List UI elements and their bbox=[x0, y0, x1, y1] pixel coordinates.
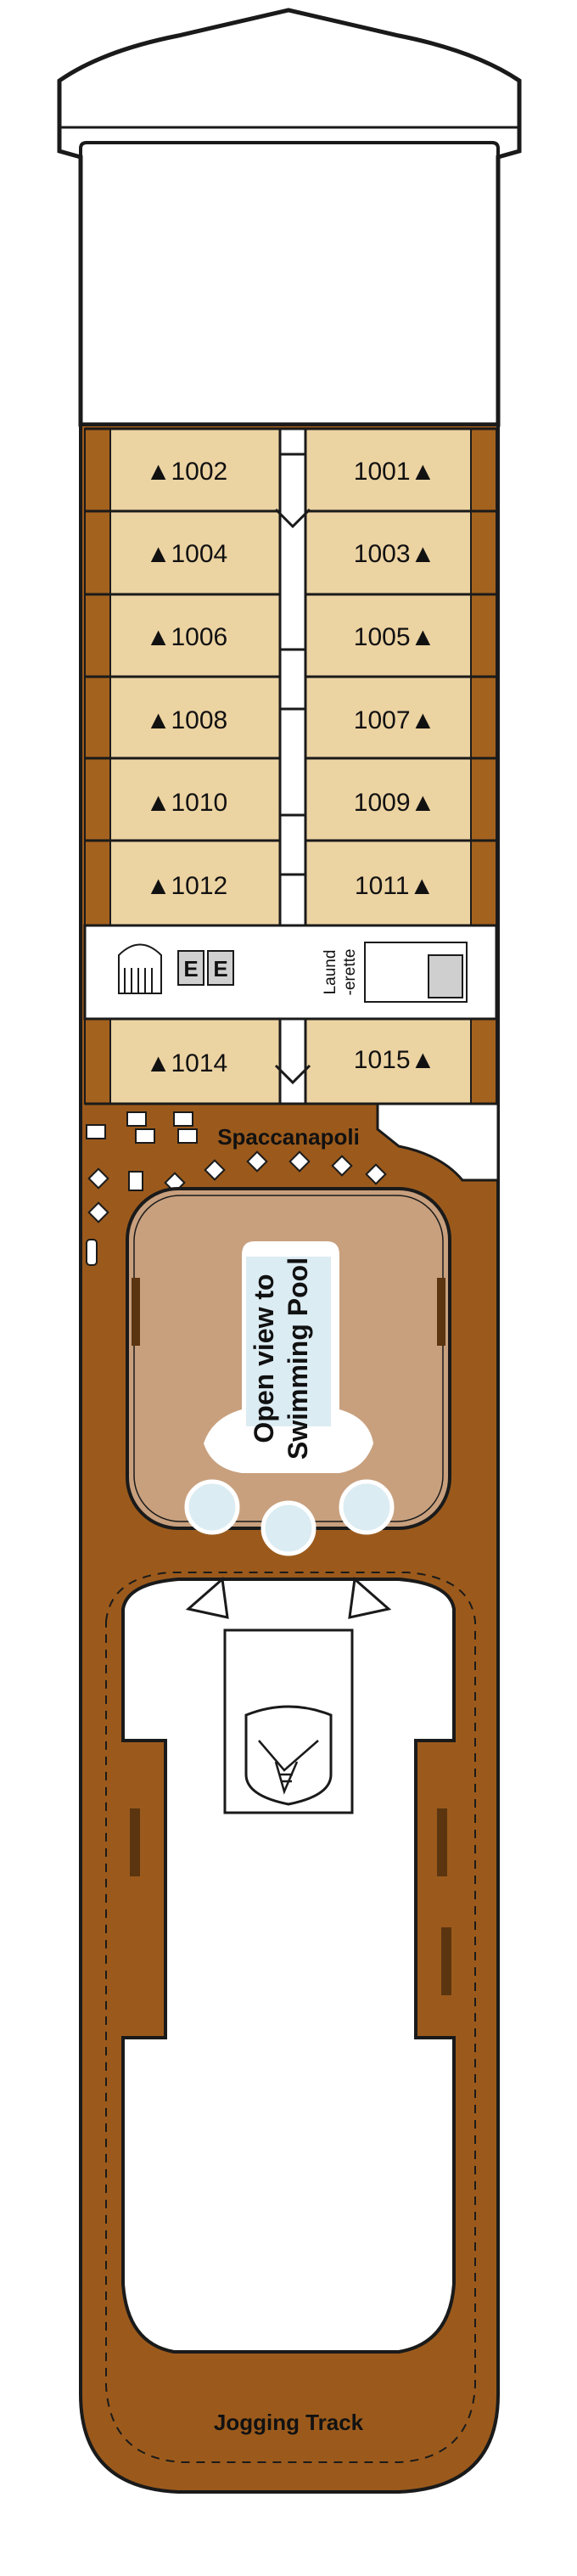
hot-tubs bbox=[184, 1479, 395, 1556]
cabins-starboard: 1001▲ 1003▲ 1005▲ 1007▲ 1009▲ 1011▲ 1015… bbox=[354, 458, 435, 1074]
restaurant-label: Spaccanapoli bbox=[217, 1124, 360, 1150]
cabin-1012[interactable]: ▲1012 bbox=[146, 872, 227, 900]
cabin-1010[interactable]: ▲1010 bbox=[146, 789, 227, 817]
cabin-1007[interactable]: 1007▲ bbox=[354, 706, 435, 734]
service-stair bbox=[428, 954, 463, 998]
elevator-1 bbox=[177, 950, 204, 986]
cabin-1003[interactable]: 1003▲ bbox=[354, 540, 435, 568]
aft-deck bbox=[121, 1578, 456, 2354]
outdoor-tables bbox=[86, 1111, 387, 1266]
cabin-block-port-low bbox=[110, 1019, 280, 1104]
pool-label-2: Swimming Pool bbox=[283, 1257, 313, 1460]
cabin-1014[interactable]: ▲1014 bbox=[146, 1049, 227, 1077]
pool-deck-vents bbox=[132, 1278, 445, 1346]
cabin-1006[interactable]: ▲1006 bbox=[146, 623, 227, 651]
elevator-2 bbox=[207, 950, 234, 986]
pool-label-1: Open view to bbox=[249, 1274, 279, 1443]
cabins-port: ▲1002 ▲1004 ▲1006 ▲1008 ▲1010 ▲1012 ▲101… bbox=[146, 458, 227, 1077]
elevator-2-label: E bbox=[213, 956, 227, 981]
cabin-1008[interactable]: ▲1008 bbox=[146, 706, 227, 734]
corridor-fire-doors bbox=[274, 427, 311, 1085]
aft-stair-entry-right bbox=[348, 1577, 392, 1619]
cabin-1002[interactable]: ▲1002 bbox=[146, 458, 227, 486]
bow-canopy bbox=[57, 8, 522, 427]
launderette-label-2: -erette bbox=[341, 949, 359, 996]
cabin-1001[interactable]: 1001▲ bbox=[354, 458, 435, 486]
jogging-track-label: Jogging Track bbox=[214, 2410, 364, 2435]
cabin-1009[interactable]: 1009▲ bbox=[354, 789, 435, 817]
cabin-1004[interactable]: ▲1004 bbox=[146, 540, 227, 568]
crest-stairs-icon bbox=[258, 1740, 319, 1795]
cabin-1011[interactable]: 1011▲ bbox=[355, 872, 434, 900]
elevator-1-label: E bbox=[183, 956, 198, 981]
cabin-block-starboard-low bbox=[305, 1019, 471, 1104]
stairwell-icon bbox=[118, 943, 162, 994]
bow-canopy-ring bbox=[79, 141, 500, 157]
service-nook bbox=[376, 1102, 500, 1182]
crest-icon bbox=[244, 1705, 333, 1806]
jogging-track bbox=[105, 1572, 476, 2463]
aft-vents bbox=[130, 1808, 451, 1995]
aft-stair-entry-left bbox=[185, 1577, 229, 1619]
pool-water bbox=[246, 1257, 331, 1426]
cabin-1015[interactable]: 1015▲ bbox=[354, 1046, 435, 1074]
cabin-1005[interactable]: 1005▲ bbox=[354, 623, 435, 651]
launderette-label-1: Laund bbox=[322, 950, 339, 995]
